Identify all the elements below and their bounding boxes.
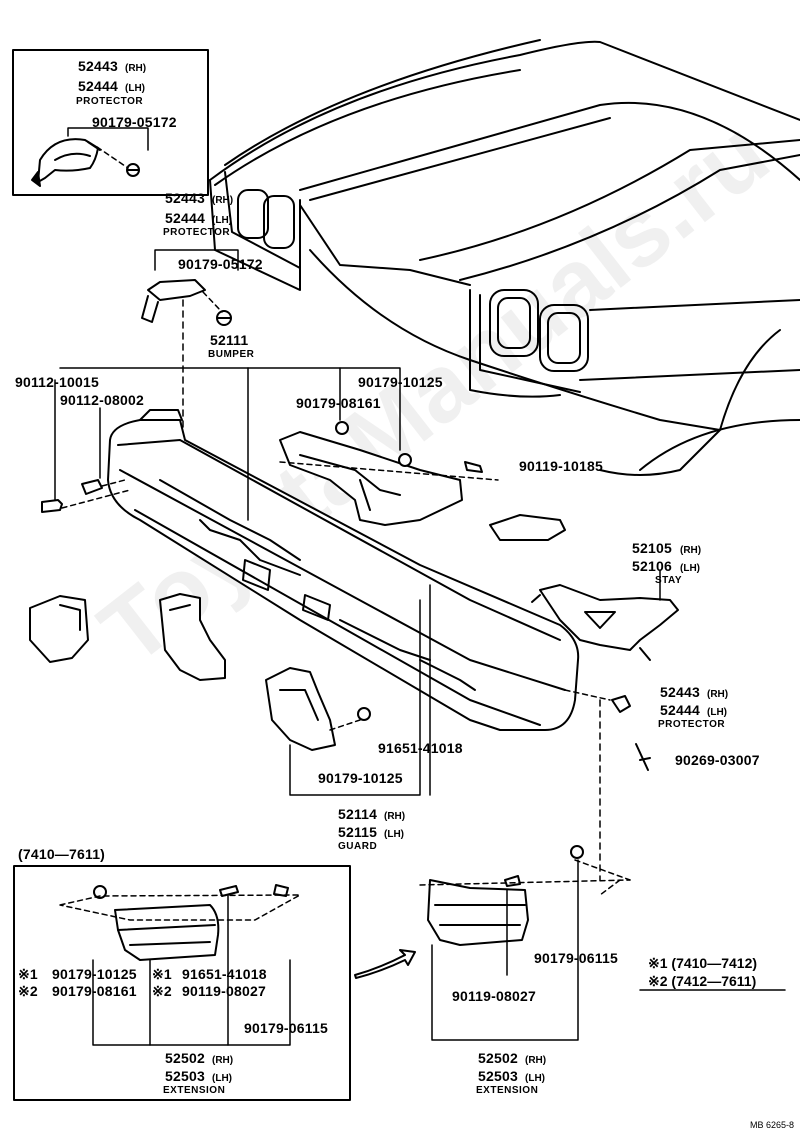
arrow-icon <box>354 949 416 979</box>
protector-drawing <box>141 249 239 326</box>
note-mark: ※2 <box>18 983 38 999</box>
side-rh: (RH) <box>125 63 147 74</box>
part-number-52105: 52105 <box>632 540 672 556</box>
part-number-52444: 52444 <box>78 78 118 94</box>
side-lh: (LH) <box>707 707 727 718</box>
part-number-90179-05172: 90179-05172 <box>178 256 263 272</box>
part-number-52444: 52444 <box>660 702 700 718</box>
part-name-extension: EXTENSION <box>163 1085 226 1096</box>
part-name-protector: PROTECTOR <box>76 96 144 107</box>
part-number-90269-03007: 90269-03007 <box>675 752 760 768</box>
note-mark: ※1 <box>18 966 38 982</box>
part-number-90179-10125: 90179-10125 <box>358 374 443 390</box>
legend-note-1: ※1 (7410—7412) <box>648 955 758 971</box>
part-number-90179-06115: 90179-06115 <box>244 1020 328 1036</box>
part-name-extension: EXTENSION <box>476 1085 539 1096</box>
side-lh: (LH) <box>212 1073 232 1084</box>
side-rh: (RH) <box>212 1055 234 1066</box>
guard-pieces-left <box>29 593 336 751</box>
bumper-bolts-left <box>41 479 131 513</box>
part-name-protector: PROTECTOR <box>163 227 231 238</box>
stay-drawing <box>531 584 679 661</box>
right-protector-drawing <box>611 695 651 771</box>
side-rh: (RH) <box>212 195 234 206</box>
side-lh: (LH) <box>212 215 232 226</box>
extension-drawing <box>419 845 631 946</box>
part-number-52111: 52111 <box>210 332 249 348</box>
side-lh: (LH) <box>525 1073 545 1084</box>
part-number-52114: 52114 <box>338 806 378 822</box>
part-number-90119-08027: 90119-08027 <box>182 983 266 999</box>
note-mark: ※1 <box>152 966 172 982</box>
part-name-bumper: BUMPER <box>208 349 255 360</box>
part-number-90179-10125: 90179-10125 <box>318 770 403 786</box>
car-body-drawing <box>209 39 800 476</box>
part-number-90119-10185: 90119-10185 <box>519 458 603 474</box>
side-rh: (RH) <box>525 1055 547 1066</box>
note-mark: ※2 <box>152 983 172 999</box>
side-rh: (RH) <box>707 689 729 700</box>
part-number-90112-08002: 90112-08002 <box>60 392 144 408</box>
inset-protector-drawing <box>31 138 140 187</box>
part-name-stay: STAY <box>655 575 683 586</box>
center-bracket-drawing <box>279 421 566 541</box>
part-number-90112-10015: 90112-10015 <box>15 374 99 390</box>
part-number-90179-10125: 90179-10125 <box>52 966 137 982</box>
bumper-drawing <box>107 409 580 731</box>
part-number-90179-08161: 90179-08161 <box>296 395 381 411</box>
side-rh: (RH) <box>680 545 702 556</box>
part-number-52443: 52443 <box>660 684 700 700</box>
part-number-52106: 52106 <box>632 558 672 574</box>
side-rh: (RH) <box>384 811 406 822</box>
part-number-52443: 52443 <box>165 190 205 206</box>
part-number-52502: 52502 <box>478 1050 518 1066</box>
diagram-code: MB 6265-8 <box>750 1120 795 1130</box>
side-lh: (LH) <box>125 83 145 94</box>
part-number-90179-08161: 90179-08161 <box>52 983 137 999</box>
legend-note-2: ※2 (7412—7611) <box>648 973 757 989</box>
part-number-90179-05172: 90179-05172 <box>92 114 177 130</box>
extension-inset-frame <box>13 865 351 1101</box>
part-number-91651-41018: 91651-41018 <box>182 966 267 982</box>
part-number-91651-41018: 91651-41018 <box>378 740 463 756</box>
protector-inset-frame <box>12 49 209 196</box>
inset-period: (7410—7611) <box>18 846 106 862</box>
side-lh: (LH) <box>680 563 700 574</box>
part-name-protector: PROTECTOR <box>658 719 726 730</box>
part-number-90179-06115: 90179-06115 <box>534 950 618 966</box>
part-number-52444: 52444 <box>165 210 205 226</box>
part-number-52503: 52503 <box>165 1068 205 1084</box>
part-number-52502: 52502 <box>165 1050 205 1066</box>
inset-extension-drawing <box>59 884 301 961</box>
part-number-52443: 52443 <box>78 58 118 74</box>
side-lh: (LH) <box>384 829 404 840</box>
part-number-52503: 52503 <box>478 1068 518 1084</box>
part-name-guard: GUARD <box>338 841 378 852</box>
part-number-90119-08027: 90119-08027 <box>452 988 536 1004</box>
part-number-52115: 52115 <box>338 824 378 840</box>
